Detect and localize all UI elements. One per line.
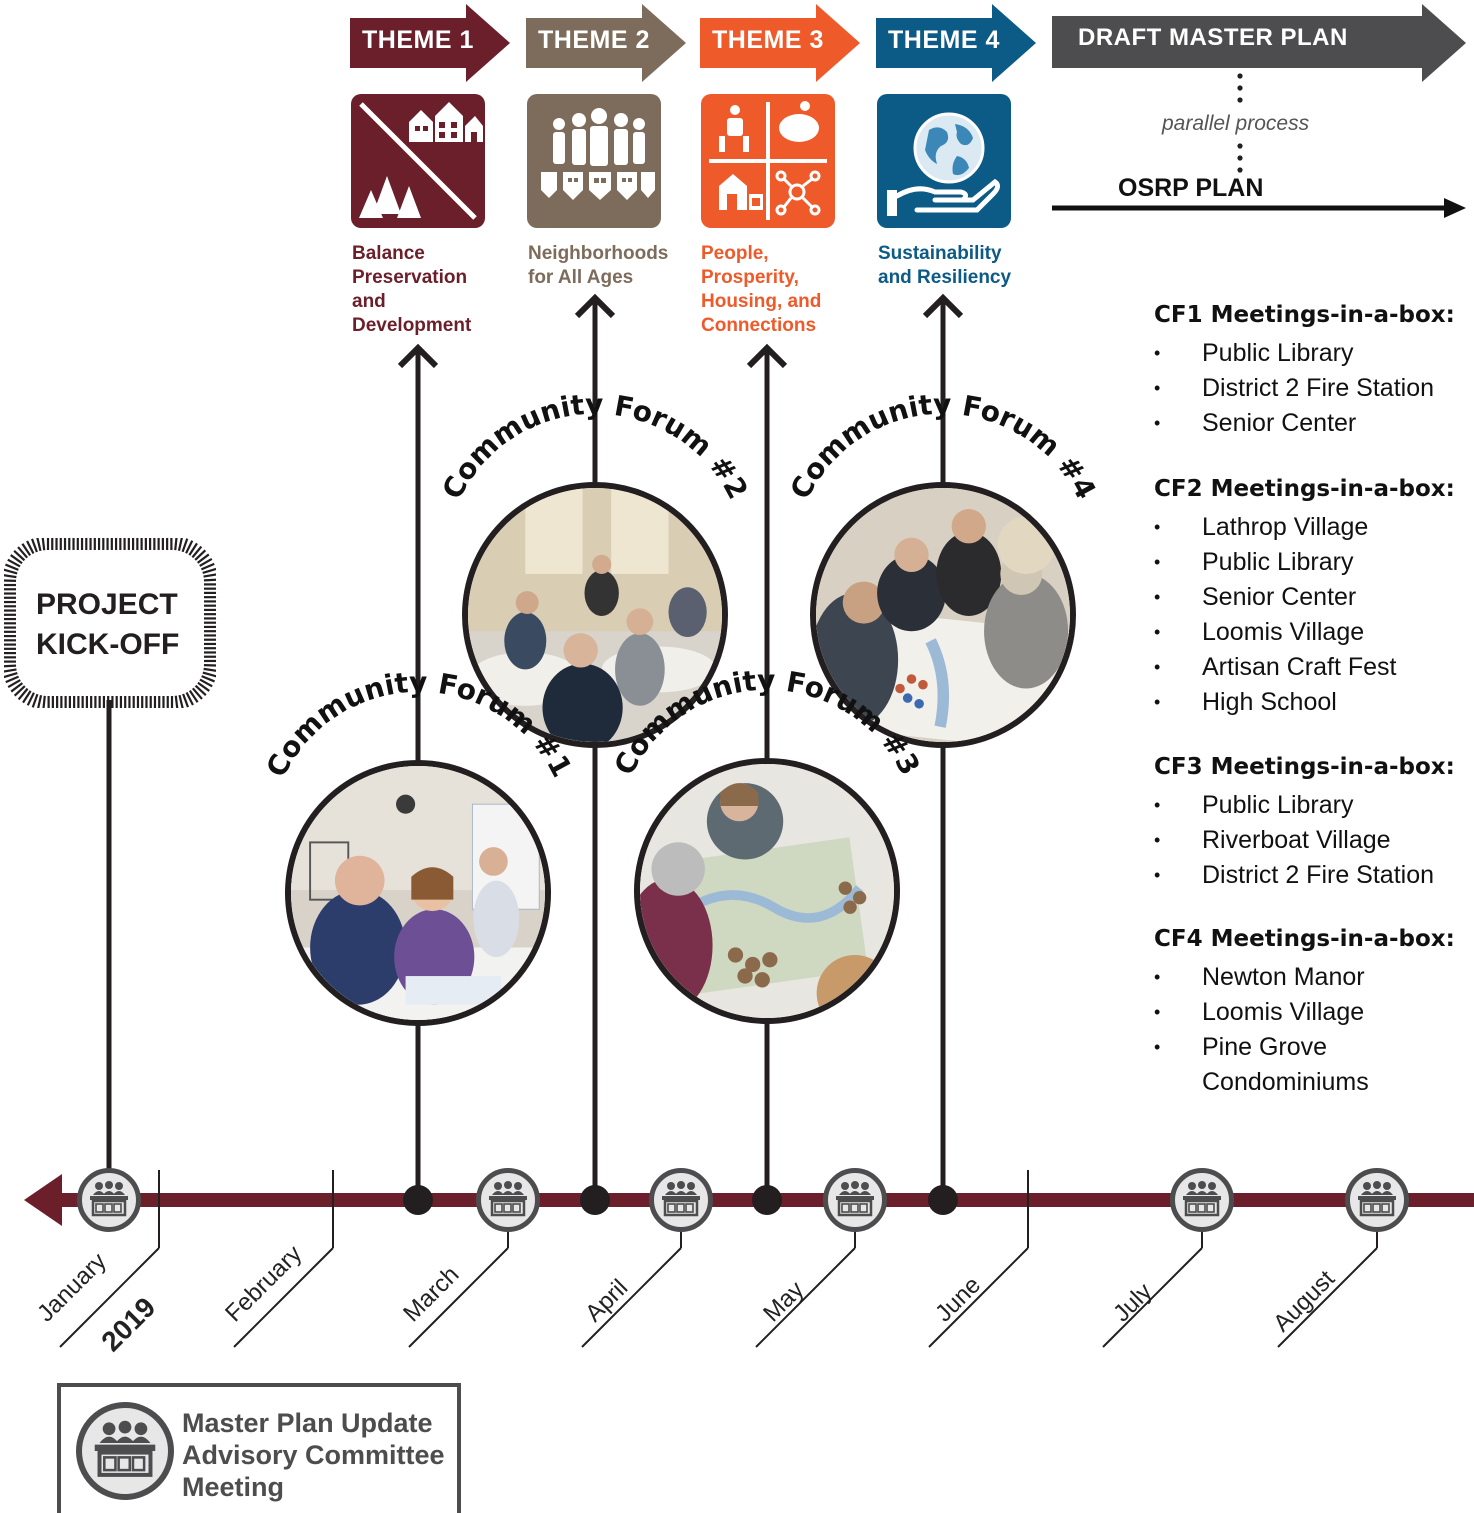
forum-1-label: Community Forum #1: [260, 666, 579, 783]
theme-2-label: THEME 2: [538, 26, 650, 54]
parallel-process-label: parallel process: [1162, 112, 1310, 135]
list-item: Lathrop Village: [1154, 510, 1397, 545]
legend-line-1: Master Plan Update: [182, 1408, 433, 1438]
theme-1-caption: Balance Preservation and Development: [352, 243, 472, 336]
forum-4-photo: [810, 482, 1076, 748]
theme-4-label: THEME 4: [888, 26, 1000, 54]
list-item: Senior Center: [1154, 580, 1397, 615]
committee-icon: [823, 1168, 887, 1232]
forum-2-label: Community Forum #2: [436, 388, 755, 505]
committee-icon: [76, 1402, 174, 1500]
committee-icon: [1345, 1168, 1409, 1232]
houses-and-trees-icon: [351, 94, 485, 228]
osrp-plan-label: OSRP PLAN: [1118, 174, 1264, 202]
theme-2-caption: Neighborhoods for All Ages: [528, 243, 669, 288]
theme-4-caption: Sustainability and Resiliency: [878, 243, 1012, 288]
parallel-dots-top: [1237, 73, 1243, 103]
list-item: Pine Grove Condominiums: [1154, 1030, 1402, 1100]
list-item: Senior Center: [1154, 406, 1434, 441]
theme-3-label: THEME 3: [712, 26, 824, 54]
cf3-title: CF3 Meetings-in-a-box:: [1154, 754, 1455, 780]
list-item: High School: [1154, 685, 1397, 720]
theme-1-arrow: THEME 1: [350, 4, 510, 82]
committee-icon: [77, 1168, 141, 1232]
forum-4-dot: [928, 1185, 958, 1215]
list-item: District 2 Fire Station: [1154, 858, 1434, 893]
theme-1-label: THEME 1: [362, 26, 474, 54]
legend-line-2: Advisory Committee: [182, 1440, 445, 1470]
list-item: Artisan Craft Fest: [1154, 650, 1397, 685]
forum-2-dot: [580, 1185, 610, 1215]
theme-3-arrow: THEME 3: [700, 4, 860, 82]
forum-4-label: Community Forum #4: [784, 388, 1103, 505]
forum-3-label: Community Forum #3: [608, 664, 927, 781]
draft-master-plan-arrow: DRAFT MASTER PLAN: [1052, 4, 1466, 82]
list-item: Public Library: [1154, 336, 1434, 371]
kickoff-burst: [4, 538, 216, 708]
list-item: District 2 Fire Station: [1154, 371, 1434, 406]
cf1-list: Public Library District 2 Fire Station S…: [1154, 336, 1434, 441]
list-item: Riverboat Village: [1154, 823, 1434, 858]
osrp-arrow: [1052, 198, 1466, 218]
list-item: Loomis Village: [1154, 615, 1397, 650]
globe-in-hand-icon: [877, 94, 1011, 228]
committee-icon: [649, 1168, 713, 1232]
theme-4-arrow: THEME 4: [876, 4, 1036, 82]
legend-box: [57, 1383, 461, 1513]
list-item: Public Library: [1154, 788, 1434, 823]
list-item: Newton Manor: [1154, 960, 1454, 995]
theme-3-caption: People, Prosperity, Housing, and Connect…: [701, 243, 822, 336]
parallel-dots-bottom: [1237, 143, 1243, 173]
legend-line-3: Meeting: [182, 1472, 285, 1502]
theme-2-arrow: THEME 2: [526, 4, 686, 82]
cf4-list: Newton Manor Loomis Village Pine Grove C…: [1154, 960, 1454, 1100]
family-group-icon: [527, 94, 661, 228]
cf1-title: CF1 Meetings-in-a-box:: [1154, 302, 1455, 328]
forum-3-dot: [752, 1185, 782, 1215]
prosperity-grid-icon: [701, 94, 835, 228]
cf2-title: CF2 Meetings-in-a-box:: [1154, 476, 1455, 502]
forum-1-dot: [403, 1185, 433, 1215]
forum-1-photo: [285, 760, 551, 1026]
cf2-list: Lathrop Village Public Library Senior Ce…: [1154, 510, 1397, 720]
cf4-title: CF4 Meetings-in-a-box:: [1154, 926, 1455, 952]
list-item: Public Library: [1154, 545, 1397, 580]
draft-master-plan-label: DRAFT MASTER PLAN: [1078, 24, 1348, 51]
committee-icon: [476, 1168, 540, 1232]
month-ticks: [59, 1170, 1378, 1348]
cf3-list: Public Library Riverboat Village Distric…: [1154, 788, 1434, 893]
list-item: Loomis Village: [1154, 995, 1454, 1030]
kickoff-line-2: KICK-OFF: [36, 628, 180, 661]
committee-icon: [1170, 1168, 1234, 1232]
kickoff-line-1: PROJECT: [36, 588, 178, 621]
